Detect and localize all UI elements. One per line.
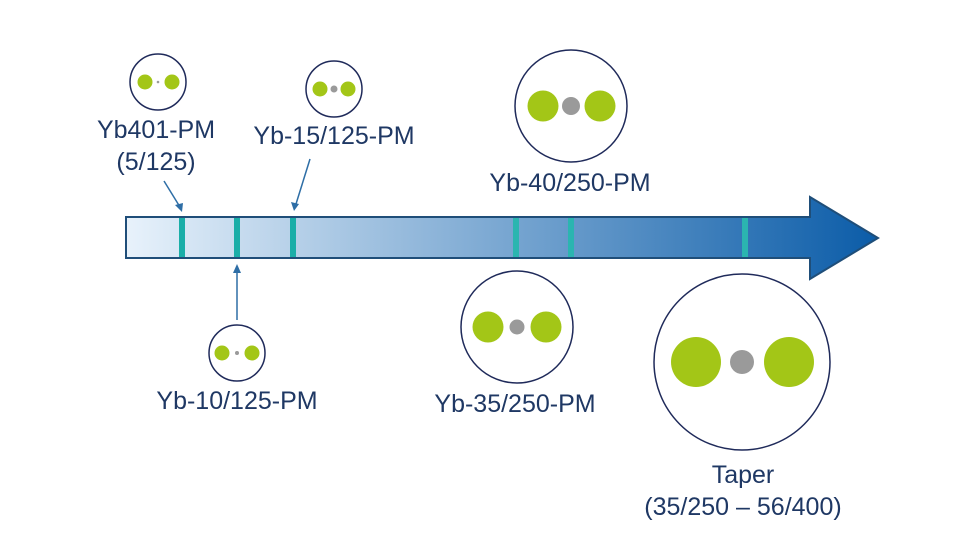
tick-marker-yb10 bbox=[234, 218, 240, 257]
pointer-yb15-head bbox=[291, 202, 299, 211]
label-line: Yb-35/250-PM bbox=[434, 390, 596, 418]
core bbox=[530, 311, 562, 343]
stress-rod bbox=[730, 350, 754, 374]
label-line: Yb401-PM bbox=[96, 116, 216, 144]
core bbox=[472, 311, 504, 343]
fiber-yb35-cross-section bbox=[460, 270, 574, 384]
tick-marker-yb401 bbox=[179, 218, 185, 257]
stress-rod bbox=[330, 85, 338, 93]
stress-rod bbox=[562, 97, 580, 115]
label-line: Yb-15/125-PM bbox=[253, 122, 415, 150]
core bbox=[312, 81, 328, 97]
label-line: (35/250 – 56/400) bbox=[644, 493, 842, 521]
label-yb10: Yb-10/125-PM bbox=[137, 385, 337, 417]
fiber-yb15-cross-section bbox=[305, 60, 363, 118]
core bbox=[671, 337, 721, 387]
tick-marker-yb15 bbox=[290, 218, 296, 257]
core bbox=[584, 90, 616, 122]
core bbox=[527, 90, 559, 122]
stress-rod bbox=[156, 80, 160, 84]
pointer-yb401 bbox=[163, 180, 181, 208]
pointer-yb15 bbox=[295, 158, 311, 205]
tick-marker-yb35 bbox=[513, 218, 519, 257]
core bbox=[214, 345, 230, 361]
fiber-taper-cross-section bbox=[653, 273, 831, 451]
progress-arrow bbox=[125, 195, 880, 281]
label-yb401: Yb401-PM (5/125) bbox=[76, 114, 236, 178]
arrow-tick-markers bbox=[179, 218, 748, 257]
tick-marker-taper bbox=[742, 218, 748, 257]
label-yb40: Yb-40/250-PM bbox=[470, 167, 670, 199]
core bbox=[244, 345, 260, 361]
tick-marker-yb40 bbox=[568, 218, 574, 257]
label-line: Yb-40/250-PM bbox=[489, 169, 651, 197]
pointer-arrows bbox=[163, 158, 311, 320]
stress-rod bbox=[235, 351, 239, 355]
core bbox=[340, 81, 356, 97]
label-yb15: Yb-15/125-PM bbox=[234, 120, 434, 152]
stress-rod bbox=[509, 319, 525, 335]
label-line: Taper bbox=[711, 461, 775, 489]
fiber-yb10-cross-section bbox=[208, 324, 266, 382]
fiber-yb40-cross-section bbox=[514, 49, 628, 163]
label-line: (5/125) bbox=[116, 148, 196, 176]
pointer-yb10-head bbox=[233, 264, 241, 273]
core bbox=[164, 74, 180, 90]
label-yb35: Yb-35/250-PM bbox=[415, 388, 615, 420]
core bbox=[137, 74, 153, 90]
fiber-yb401-cross-section bbox=[129, 53, 187, 111]
core bbox=[764, 337, 814, 387]
label-taper: Taper (35/250 – 56/400) bbox=[612, 459, 874, 523]
pointer-yb401-head bbox=[175, 203, 183, 212]
label-line: Yb-10/125-PM bbox=[156, 387, 318, 415]
